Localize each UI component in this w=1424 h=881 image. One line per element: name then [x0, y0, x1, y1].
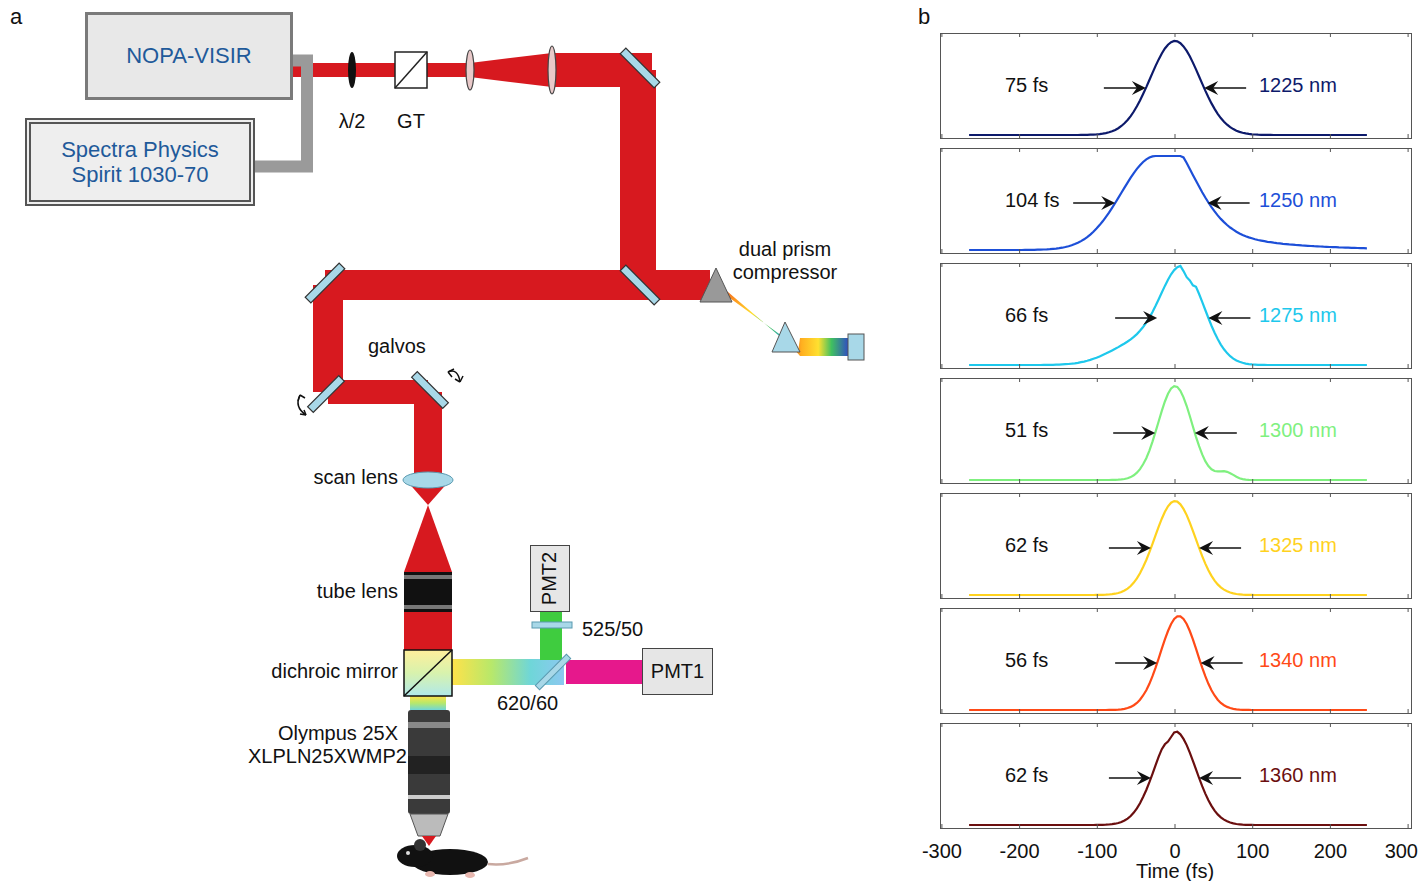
part-label: galvos: [368, 335, 426, 358]
filter-label: 620/60: [497, 692, 558, 715]
tick-label: -200: [1000, 840, 1040, 863]
pulse-trace: [969, 501, 1367, 595]
fwhm-arrow: [1204, 81, 1218, 95]
tick-label: 100: [1236, 840, 1269, 863]
filter-label: 525/50: [582, 618, 643, 641]
plot-panel: 66 fs 1275 nm: [940, 263, 1412, 369]
fwhm-arrow: [1199, 541, 1213, 555]
detector-box: PMT2: [530, 545, 570, 612]
pulse-trace: [969, 41, 1367, 135]
part-label: λ/2: [339, 110, 366, 133]
axis-title: Time (fs): [1136, 860, 1214, 881]
fwhm-arrow: [1132, 81, 1146, 95]
fwhm-arrow: [1137, 541, 1151, 555]
fwhm-arrow: [1208, 311, 1222, 325]
plot-panel: 75 fs 1225 nm: [940, 33, 1412, 139]
fwhm-arrow: [1199, 771, 1213, 785]
pulse-width: 51 fs: [1005, 419, 1048, 442]
laser-box: NOPA-VISIR: [85, 12, 293, 100]
part-label: Olympus 25X XLPLN25XWMP2: [248, 722, 398, 768]
box-label: PMT1: [651, 660, 704, 683]
wavelength-label: 1225 nm: [1259, 74, 1337, 97]
box-label: Spectra Physics Spirit 1030-70: [50, 137, 230, 188]
wavelength-label: 1300 nm: [1259, 419, 1337, 442]
fwhm-arrow: [1143, 656, 1157, 670]
part-label: dichroic mirror: [271, 660, 398, 683]
wavelength-label: 1360 nm: [1259, 764, 1337, 787]
tick-label: 300: [1385, 840, 1418, 863]
box-label: PMT2: [538, 551, 561, 604]
pulse-width: 62 fs: [1005, 764, 1048, 787]
pulse-width: 75 fs: [1005, 74, 1048, 97]
fwhm-arrow: [1143, 311, 1157, 325]
detector-box: PMT1: [642, 648, 713, 695]
panel-letter: a: [10, 4, 22, 29]
pulse-trace: [969, 156, 1367, 250]
plot-panel: 51 fs 1300 nm: [940, 378, 1412, 484]
fwhm-arrow: [1201, 656, 1215, 670]
wavelength-label: 1275 nm: [1259, 304, 1337, 327]
pulse-width: 104 fs: [1005, 189, 1059, 212]
pulse-trace: [969, 616, 1367, 710]
pulse-trace: [969, 732, 1367, 825]
tick-label: -300: [922, 840, 962, 863]
wavelength-label: 1325 nm: [1259, 534, 1337, 557]
box-label: NOPA-VISIR: [104, 43, 274, 68]
fwhm-arrow: [1141, 426, 1155, 440]
panel-letter: b: [918, 4, 930, 29]
pulse-width: 56 fs: [1005, 649, 1048, 672]
fwhm-arrow: [1208, 196, 1222, 210]
wavelength-label: 1340 nm: [1259, 649, 1337, 672]
tick-label: 200: [1314, 840, 1347, 863]
part-label: dual prism compressor: [726, 238, 844, 284]
pulse-width: 66 fs: [1005, 304, 1048, 327]
plot-panel: 56 fs 1340 nm: [940, 608, 1412, 714]
plot-panel: 62 fs 1325 nm: [940, 493, 1412, 599]
part-label: scan lens: [314, 466, 399, 489]
plot-panel: 62 fs 1360 nm: [940, 723, 1412, 829]
pulse-trace: [969, 386, 1367, 480]
fwhm-arrow: [1195, 426, 1209, 440]
pulse-width: 62 fs: [1005, 534, 1048, 557]
fwhm-arrow: [1137, 771, 1151, 785]
wavelength-label: 1250 nm: [1259, 189, 1337, 212]
plot-panel: 104 fs 1250 nm: [940, 148, 1412, 254]
part-label: GT: [397, 110, 425, 133]
part-label: tube lens: [317, 580, 398, 603]
tick-label: 0: [1169, 840, 1180, 863]
laser-box: Spectra Physics Spirit 1030-70: [25, 118, 255, 206]
tick-label: -100: [1077, 840, 1117, 863]
fwhm-arrow: [1101, 196, 1115, 210]
pulse-trace: [969, 266, 1367, 365]
